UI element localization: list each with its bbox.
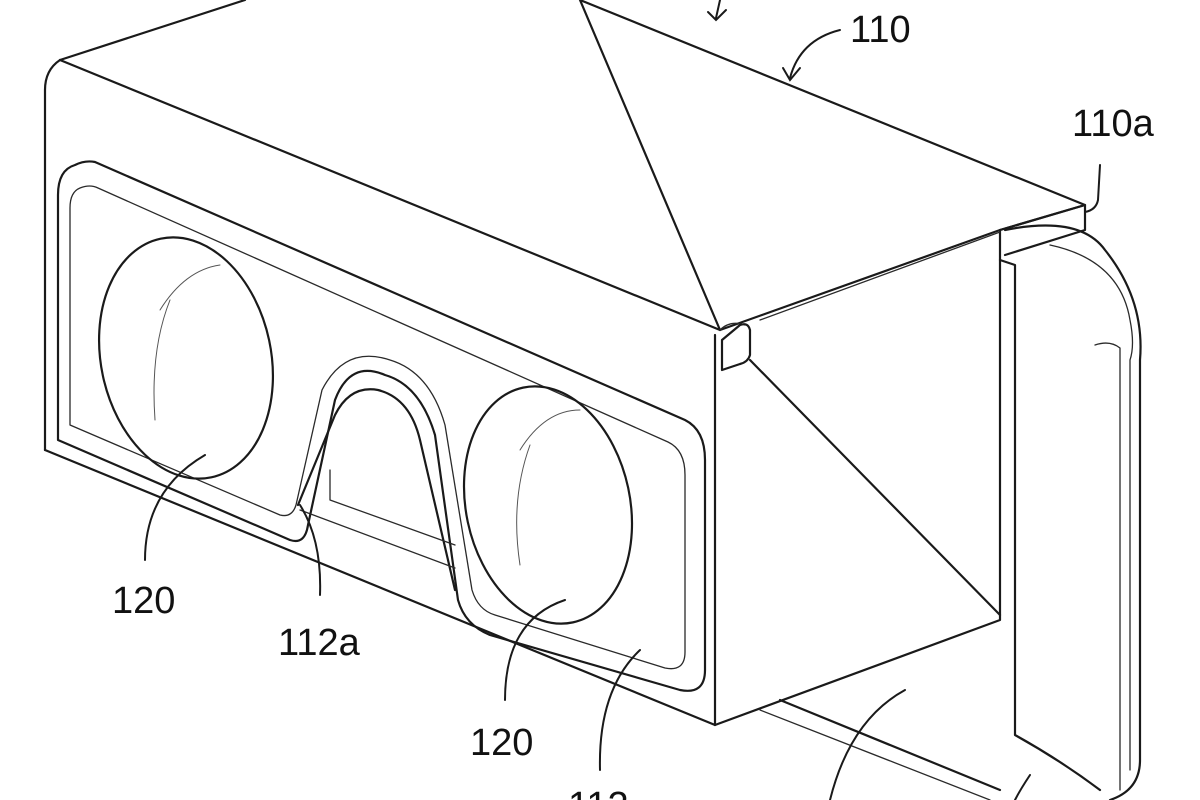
leader-lines: [144, 0, 1101, 800]
housing-body: [43, 0, 1087, 727]
rear-flap: [759, 203, 1142, 800]
face-frame: [56, 160, 707, 692]
reference-labels: 110 110a 120 112a 120 112: [112, 9, 1155, 800]
label-112: 112: [568, 785, 629, 800]
label-120-right: 120: [470, 722, 533, 764]
lens-right: [462, 385, 634, 625]
lens-left: [97, 236, 275, 480]
label-112a: 112a: [278, 622, 361, 664]
label-110a: 110a: [1072, 103, 1155, 145]
label-110: 110: [850, 9, 911, 51]
label-120-left: 120: [112, 580, 175, 622]
